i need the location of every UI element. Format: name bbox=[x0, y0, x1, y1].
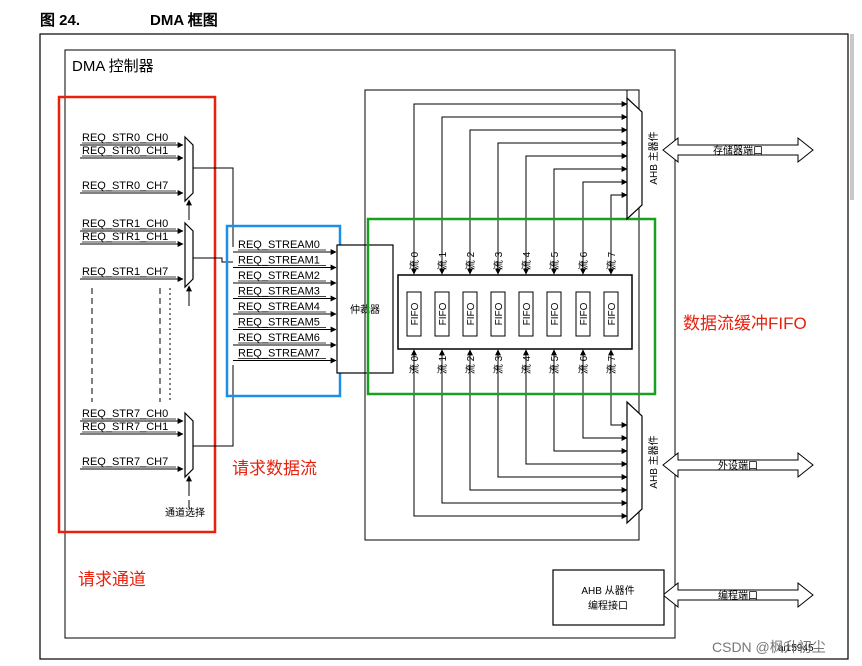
request-stream-label: REQ_STREAM3 bbox=[238, 286, 320, 298]
fifo-cell bbox=[546, 291, 562, 337]
fifo-label: FIFO bbox=[550, 302, 561, 325]
figure-id: ai15945 bbox=[778, 643, 814, 654]
controller-label: DMA 控制器 bbox=[72, 58, 154, 75]
request-stream-label: REQ_STREAM6 bbox=[238, 332, 320, 344]
stream-path-top bbox=[495, 140, 628, 275]
channel-mux bbox=[184, 221, 194, 289]
request-stream-label: REQ_STREAM2 bbox=[238, 270, 320, 282]
stream-path-top bbox=[551, 166, 628, 275]
stream-path-bottom bbox=[551, 349, 628, 454]
ahb-slave-line1: AHB 从器件 bbox=[581, 585, 634, 597]
stream-path-top bbox=[523, 153, 628, 275]
stream-lines: 流 0流 0流 1流 1流 2流 2流 3流 3流 4流 4流 5流 5流 6流… bbox=[365, 89, 628, 519]
fifo-cell bbox=[434, 291, 450, 337]
channel-label: REQ_STR1_CH0 bbox=[82, 218, 168, 230]
ahb-slave-line2: 编程接口 bbox=[588, 599, 628, 612]
fifo-label: FIFO bbox=[607, 302, 618, 325]
ahb-master-label-bottom: AHB 主器件 bbox=[648, 435, 660, 488]
channel-label: REQ_STR7_CH1 bbox=[82, 421, 168, 433]
ahb-master-mux-top bbox=[626, 96, 643, 221]
stream-path-top bbox=[467, 127, 628, 275]
ahb-master-label-top: AHB 主器件 bbox=[648, 131, 660, 184]
annotation-request-streams: 请求数据流 bbox=[232, 459, 317, 478]
peripheral-port: 外设端口 bbox=[662, 451, 814, 479]
fifo-cell bbox=[518, 291, 534, 337]
stream-path-top bbox=[411, 101, 628, 275]
outer-frame bbox=[39, 33, 849, 660]
memory-port: 存储器端口 bbox=[662, 136, 814, 164]
fifo-cell bbox=[462, 291, 478, 337]
fifo-label: FIFO bbox=[579, 302, 590, 325]
memory-port-label: 存储器端口 bbox=[713, 144, 763, 157]
fifo-label: FIFO bbox=[410, 302, 421, 325]
figure-title: 图 24. DMA 框图 bbox=[40, 9, 218, 30]
figure-title-text: DMA 框图 bbox=[150, 12, 218, 29]
stream-path-bottom bbox=[439, 349, 628, 506]
fifo-label: FIFO bbox=[466, 302, 477, 325]
fifo-cell bbox=[406, 291, 422, 337]
request-stream-label: REQ_STREAM5 bbox=[238, 317, 320, 329]
stream-path-bottom bbox=[495, 349, 628, 480]
channel-label: REQ_STR7_CH0 bbox=[82, 408, 168, 420]
stream-path-top bbox=[608, 192, 628, 275]
stream-fifo-highlight bbox=[366, 217, 657, 396]
fifo-label: FIFO bbox=[522, 302, 533, 325]
dma-controller-box bbox=[64, 49, 676, 639]
request-streams-group: REQ_STREAM0REQ_STREAM1REQ_STREAM2REQ_STR… bbox=[233, 239, 337, 364]
channel-label: REQ_STR0_CH7 bbox=[82, 180, 168, 192]
fifo-block bbox=[397, 274, 633, 350]
stream-path-top bbox=[580, 179, 628, 275]
stream-path-bottom bbox=[580, 349, 628, 441]
stream-path-bottom bbox=[411, 349, 628, 519]
channel-mux bbox=[184, 135, 194, 203]
stream-path-bottom bbox=[467, 349, 628, 493]
figure-number: 图 24. bbox=[40, 12, 81, 29]
fifo-cell bbox=[490, 291, 506, 337]
fifo-cell bbox=[603, 291, 619, 337]
channel-label: REQ_STR0_CH0 bbox=[82, 132, 168, 144]
channel-label: REQ_STR0_CH1 bbox=[82, 145, 168, 157]
fifo-cell bbox=[575, 291, 591, 337]
channel-select-label: 通道选择 bbox=[165, 506, 205, 519]
connector bbox=[193, 365, 234, 447]
watermark: CSDN @枫升初尘 bbox=[712, 639, 826, 655]
channel-label: REQ_STR1_CH7 bbox=[82, 266, 168, 278]
stream-path-top bbox=[439, 114, 628, 275]
request-stream-label: REQ_STREAM1 bbox=[238, 255, 320, 267]
channel-label: REQ_STR1_CH1 bbox=[82, 231, 168, 243]
request-stream-label: REQ_STREAM4 bbox=[238, 301, 320, 313]
programming-port: 编程端口 bbox=[662, 581, 814, 609]
request-stream-label: REQ_STREAM7 bbox=[238, 348, 320, 360]
connector bbox=[365, 89, 628, 100]
ahb-master-mux-bottom bbox=[626, 400, 643, 525]
peripheral-port-label: 外设端口 bbox=[718, 459, 758, 472]
fifo-cells: FIFO FIFO FIFO FIFO FIFO FIFO FIFO FIFO bbox=[406, 291, 619, 337]
request-channels-group: REQ_STR0_CH0REQ_STR0_CH1REQ_STR0_CH7REQ_… bbox=[80, 132, 194, 508]
request-stream-label: REQ_STREAM0 bbox=[238, 239, 320, 251]
ahb-slave-box bbox=[552, 569, 665, 626]
connector bbox=[193, 167, 234, 247]
annotation-request-channels: 请求通道 bbox=[78, 570, 146, 589]
channel-label: REQ_STR7_CH7 bbox=[82, 456, 168, 468]
channel-mux bbox=[184, 411, 194, 479]
stream-path-bottom bbox=[523, 349, 628, 467]
fifo-label: FIFO bbox=[438, 302, 449, 325]
request-channels-highlight bbox=[57, 95, 217, 534]
fifo-label: FIFO bbox=[494, 302, 505, 325]
annotation-stream-fifo: 数据流缓冲FIFO bbox=[683, 314, 807, 333]
stream-path-bottom bbox=[608, 349, 628, 428]
programming-port-label: 编程端口 bbox=[718, 589, 758, 602]
